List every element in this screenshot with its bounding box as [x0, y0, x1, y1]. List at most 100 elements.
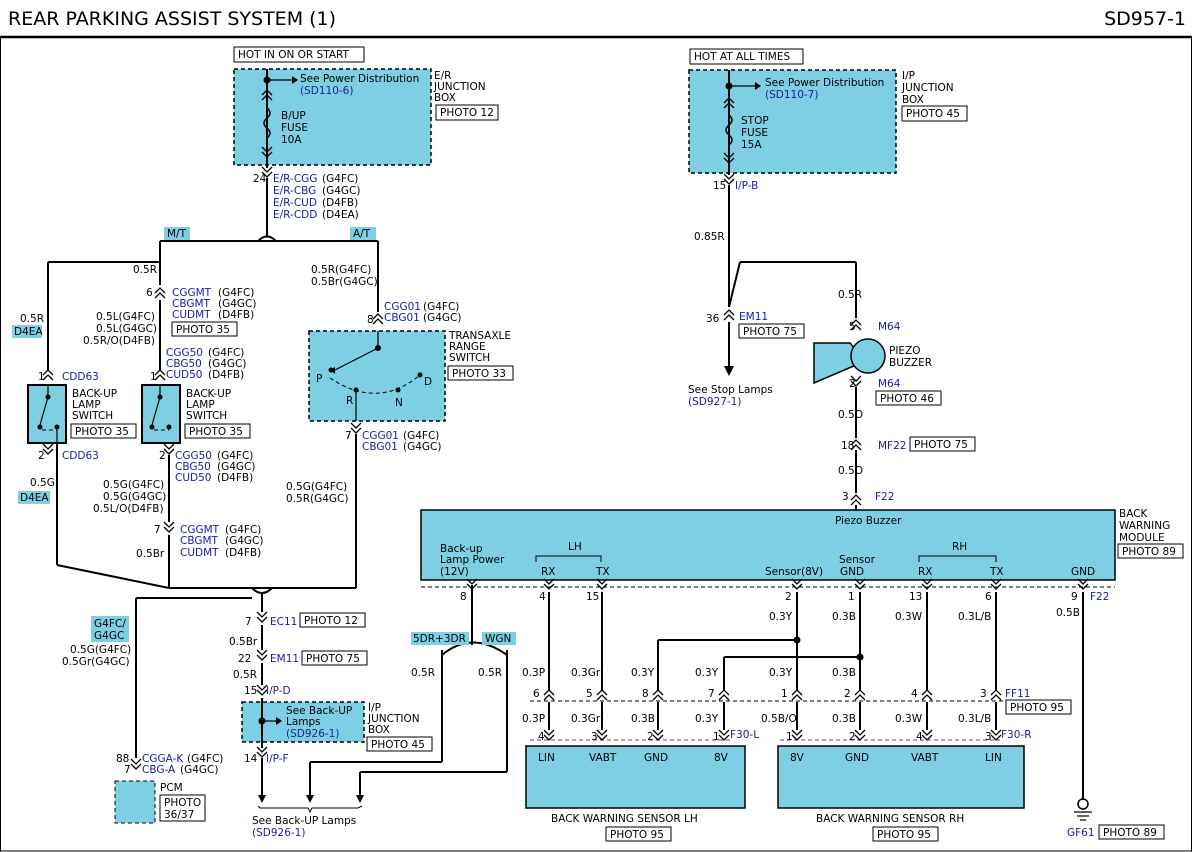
svg-text:Piezo Buzzer: Piezo Buzzer [835, 515, 902, 527]
svg-text:7: 7 [245, 616, 252, 628]
svg-text:7: 7 [708, 688, 715, 700]
svg-text:0.5O: 0.5O [838, 465, 863, 477]
svg-text:HOT IN ON OR START: HOT IN ON OR START [238, 49, 350, 61]
back-warning-sensor-lh: LIN VABT GND 8V BACK WARNING SENSOR LH P… [525, 745, 746, 842]
svg-text:Sensor: Sensor [839, 554, 876, 566]
svg-text:RH: RH [952, 541, 967, 553]
svg-text:9: 9 [1071, 591, 1078, 603]
svg-text:CUDMT: CUDMT [172, 309, 211, 321]
er-junction-box: HOT IN ON OR START See Power Distributio… [233, 46, 499, 168]
svg-text:(SD927-1): (SD927-1) [688, 396, 741, 408]
svg-text:FF11: FF11 [1005, 688, 1030, 700]
back-warning-sensor-rh: 8V GND VABT LIN BACK WARNING SENSOR RH P… [777, 745, 1025, 842]
svg-text:MF22: MF22 [878, 440, 906, 452]
svg-text:0.5R: 0.5R [478, 667, 502, 679]
svg-text:8: 8 [642, 688, 649, 700]
svg-text:PHOTO 46: PHOTO 46 [880, 393, 934, 405]
svg-text:(12V): (12V) [440, 566, 469, 578]
svg-text:PHOTO 45: PHOTO 45 [906, 108, 960, 120]
svg-text:0.5G(G4FC): 0.5G(G4FC) [286, 481, 347, 493]
svg-text:0.3B: 0.3B [832, 713, 856, 725]
svg-text:I/P-F: I/P-F [266, 753, 289, 765]
svg-text:CGGMT: CGGMT [180, 524, 220, 536]
svg-text:GND: GND [1071, 566, 1095, 578]
svg-text:2: 2 [647, 731, 654, 743]
svg-text:0.5R(G4FC): 0.5R(G4FC) [311, 264, 371, 276]
svg-text:(G4FC): (G4FC) [187, 753, 223, 765]
svg-text:4: 4 [911, 688, 918, 700]
svg-text:0.5R: 0.5R [20, 313, 44, 325]
svg-text:0.5O: 0.5O [838, 409, 863, 421]
svg-text:13: 13 [909, 591, 922, 603]
svg-text:10A: 10A [281, 134, 302, 146]
svg-text:LIN: LIN [985, 752, 1002, 764]
svg-text:PHOTO 75: PHOTO 75 [743, 326, 797, 338]
svg-text:0.85R: 0.85R [694, 231, 725, 243]
svg-text:PHOTO 95: PHOTO 95 [610, 829, 664, 841]
svg-text:I/P: I/P [902, 70, 915, 82]
svg-text:0.3L/B: 0.3L/B [958, 611, 991, 623]
svg-text:1: 1 [713, 731, 720, 743]
svg-text:EC11: EC11 [270, 616, 297, 628]
svg-text:M64: M64 [878, 321, 901, 333]
page-title: REAR PARKING ASSIST SYSTEM (1) [8, 8, 336, 30]
svg-text:0.3Gr: 0.3Gr [571, 667, 601, 679]
svg-text:0.5Br: 0.5Br [136, 548, 165, 560]
svg-text:Sensor(8V): Sensor(8V) [765, 566, 823, 578]
svg-text:JUNCTION: JUNCTION [367, 713, 420, 725]
svg-text:See Back-UP: See Back-UP [286, 705, 352, 717]
svg-text:RX: RX [541, 566, 556, 578]
piezo-buzzer: PIEZO BUZZER [813, 338, 932, 385]
svg-text:E/R-CBG: E/R-CBG [273, 185, 316, 197]
svg-text:FUSE: FUSE [741, 127, 768, 139]
svg-text:CDD63: CDD63 [62, 450, 99, 462]
svg-text:CBGMT: CBGMT [172, 298, 211, 310]
svg-text:See Power Distribution: See Power Distribution [765, 77, 884, 89]
svg-text:JUNCTION: JUNCTION [901, 82, 954, 94]
svg-text:8V: 8V [714, 752, 729, 764]
pcm [114, 780, 156, 824]
svg-text:2: 2 [844, 688, 851, 700]
svg-text:I/P: I/P [368, 702, 381, 714]
svg-text:0.3W: 0.3W [895, 611, 923, 623]
svg-text:0.5R: 0.5R [233, 669, 257, 681]
svg-text:1: 1 [150, 371, 157, 383]
svg-text:(G4FC): (G4FC) [217, 450, 253, 462]
svg-text:0.5G(G4GC): 0.5G(G4GC) [103, 491, 166, 503]
svg-text:(D4FB): (D4FB) [217, 472, 253, 484]
svg-text:0.3Y: 0.3Y [769, 667, 793, 679]
svg-text:(G4GC): (G4GC) [218, 298, 256, 310]
svg-text:PHOTO 33: PHOTO 33 [452, 368, 506, 380]
svg-text:VABT: VABT [911, 752, 939, 764]
svg-text:(G4GC): (G4GC) [225, 535, 263, 547]
svg-text:WGN: WGN [485, 633, 511, 645]
svg-text:R: R [346, 395, 353, 407]
svg-text:BACK WARNING SENSOR RH: BACK WARNING SENSOR RH [816, 813, 964, 825]
svg-text:0.5Br: 0.5Br [229, 636, 258, 648]
svg-text:BUZZER: BUZZER [889, 357, 932, 369]
svg-text:HOT AT ALL TIMES: HOT AT ALL TIMES [694, 51, 790, 63]
svg-text:0.5G: 0.5G [30, 477, 55, 489]
svg-text:(G4FC): (G4FC) [322, 173, 358, 185]
svg-text:P: P [316, 373, 322, 385]
svg-text:0.5G(G4FC): 0.5G(G4FC) [103, 479, 164, 491]
svg-text:LAMP: LAMP [72, 399, 101, 411]
svg-text:7: 7 [124, 764, 131, 776]
svg-text:BOX: BOX [368, 724, 390, 736]
svg-text:E/R-CUD: E/R-CUD [273, 197, 317, 209]
svg-text:(SD110-6): (SD110-6) [300, 85, 353, 97]
svg-text:3: 3 [842, 491, 849, 503]
svg-text:PHOTO 35: PHOTO 35 [189, 426, 243, 438]
svg-text:15: 15 [244, 685, 257, 697]
svg-text:8: 8 [460, 591, 467, 603]
svg-text:BACK: BACK [1119, 508, 1149, 520]
svg-text:1: 1 [848, 591, 855, 603]
svg-text:0.5Br(G4GC): 0.5Br(G4GC) [311, 276, 378, 288]
svg-text:See Back-UP Lamps: See Back-UP Lamps [252, 815, 356, 827]
svg-text:PHOTO 95: PHOTO 95 [877, 829, 931, 841]
svg-text:D4EA: D4EA [14, 326, 43, 338]
svg-text:0.5R/O(D4FB): 0.5R/O(D4FB) [83, 335, 155, 347]
svg-text:0.5R(G4GC): 0.5R(G4GC) [286, 493, 348, 505]
svg-text:22: 22 [238, 653, 251, 665]
